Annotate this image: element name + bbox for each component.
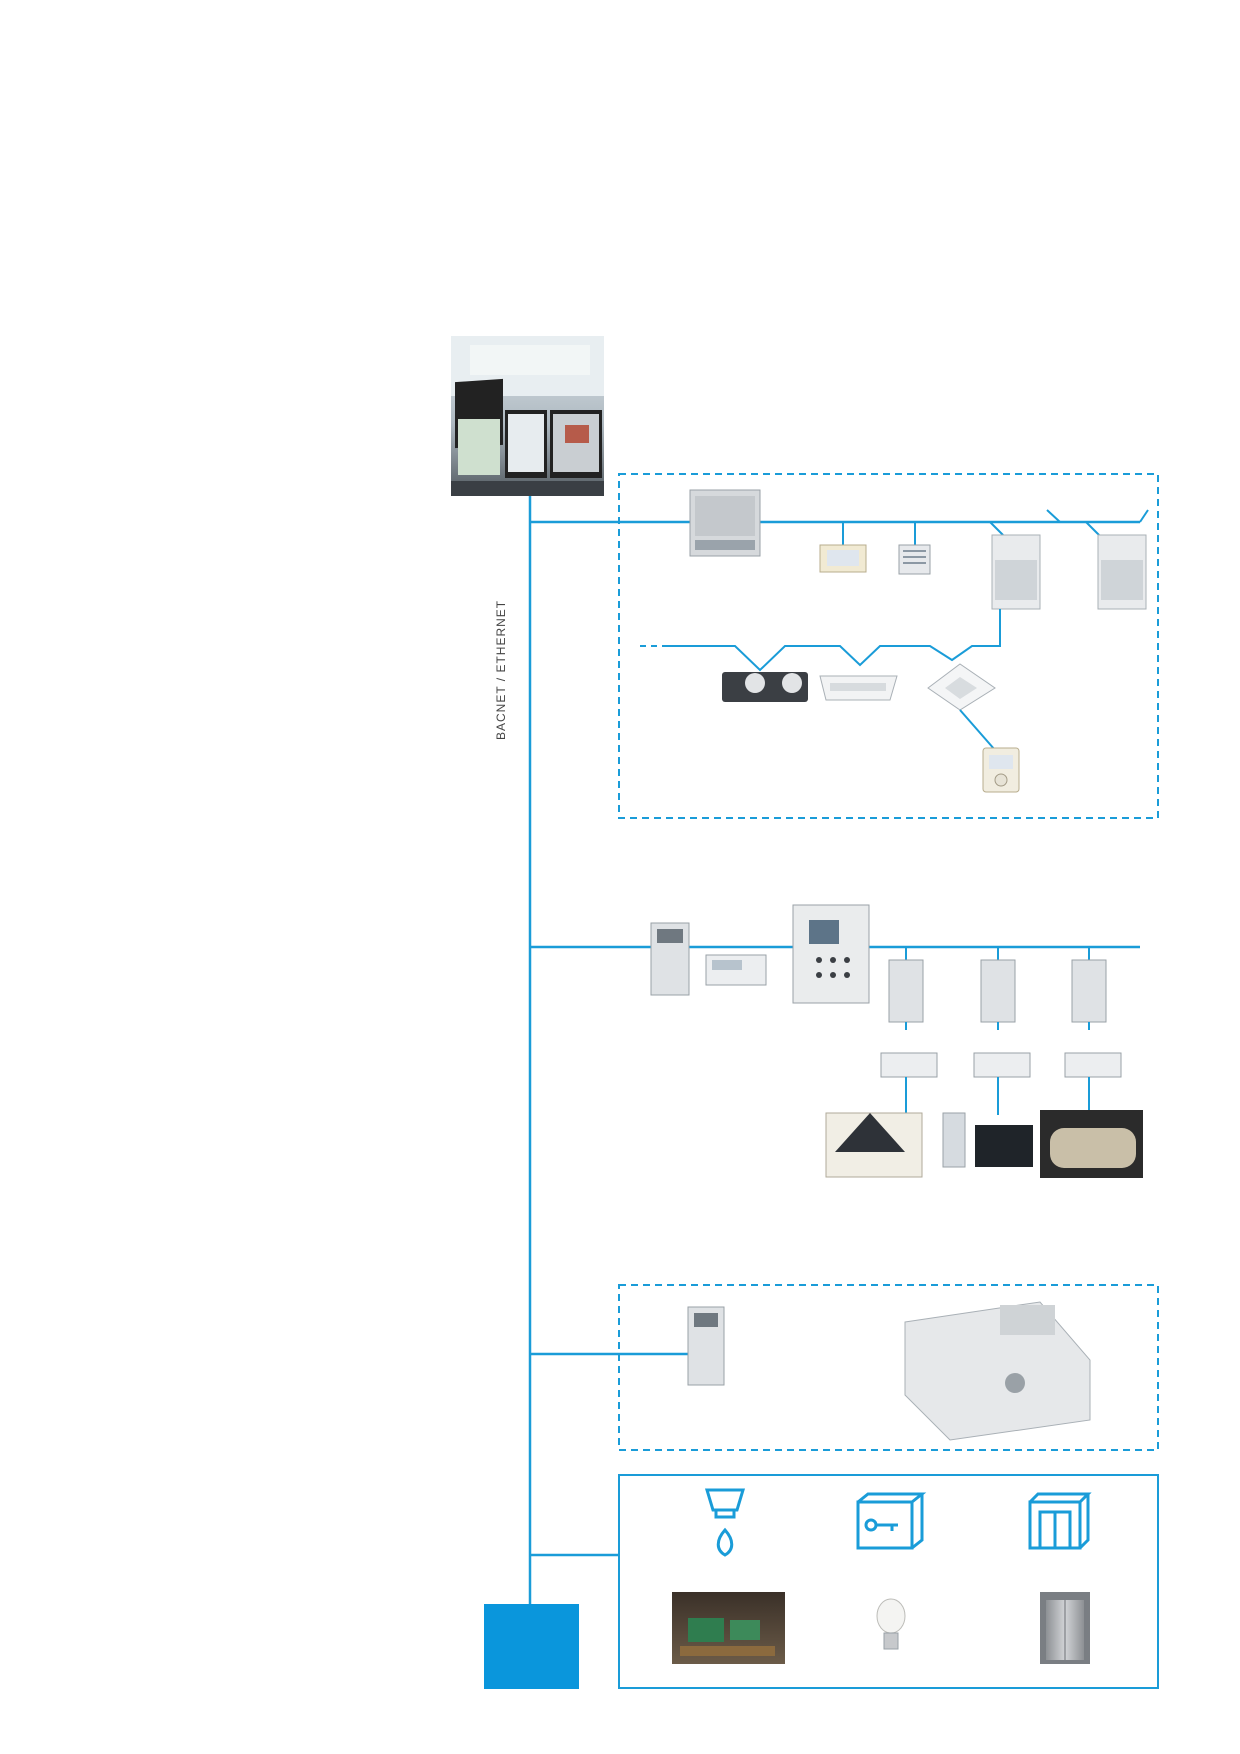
vrv-outdoor-unit (989, 509, 1149, 610)
vrv-system-box (618, 473, 1159, 819)
bus-label: BACNET / ETHERNET (494, 599, 508, 740)
key-box-icon (856, 1492, 927, 1550)
ahu-gateway (687, 1306, 725, 1386)
elevator-icon (1040, 1592, 1090, 1664)
other-systems-box (618, 1474, 1159, 1689)
chiller-controller (705, 954, 767, 986)
door-access-icon (1028, 1492, 1092, 1550)
legend-marker (484, 1604, 579, 1689)
indoor-unit-bus (666, 609, 1001, 672)
air-handling-unit (904, 1301, 1091, 1441)
bus-lines (528, 496, 1140, 1604)
control-room-photo (451, 336, 604, 496)
fire-detector-icon (704, 1488, 746, 1557)
wired-remote-controller (982, 747, 1020, 793)
ceiling-cassette-unit (819, 675, 898, 701)
round-flow-cassette (927, 663, 996, 711)
pump-icon (672, 1592, 785, 1664)
intelligent-manager-controller (689, 489, 761, 557)
touch-controller (819, 522, 931, 575)
chiller-gateway (650, 922, 690, 996)
chiller-sequencing-panel (792, 904, 870, 1004)
light-bulb-icon (876, 1598, 906, 1650)
centrifugal-chiller (1040, 1110, 1143, 1178)
chiller-gateway-modules (880, 959, 1122, 1078)
water-cooled-chiller (942, 1112, 1033, 1168)
ventilation-unit (722, 672, 808, 702)
air-cooled-chiller (825, 1112, 923, 1178)
ahu-system-box (618, 1284, 1159, 1451)
